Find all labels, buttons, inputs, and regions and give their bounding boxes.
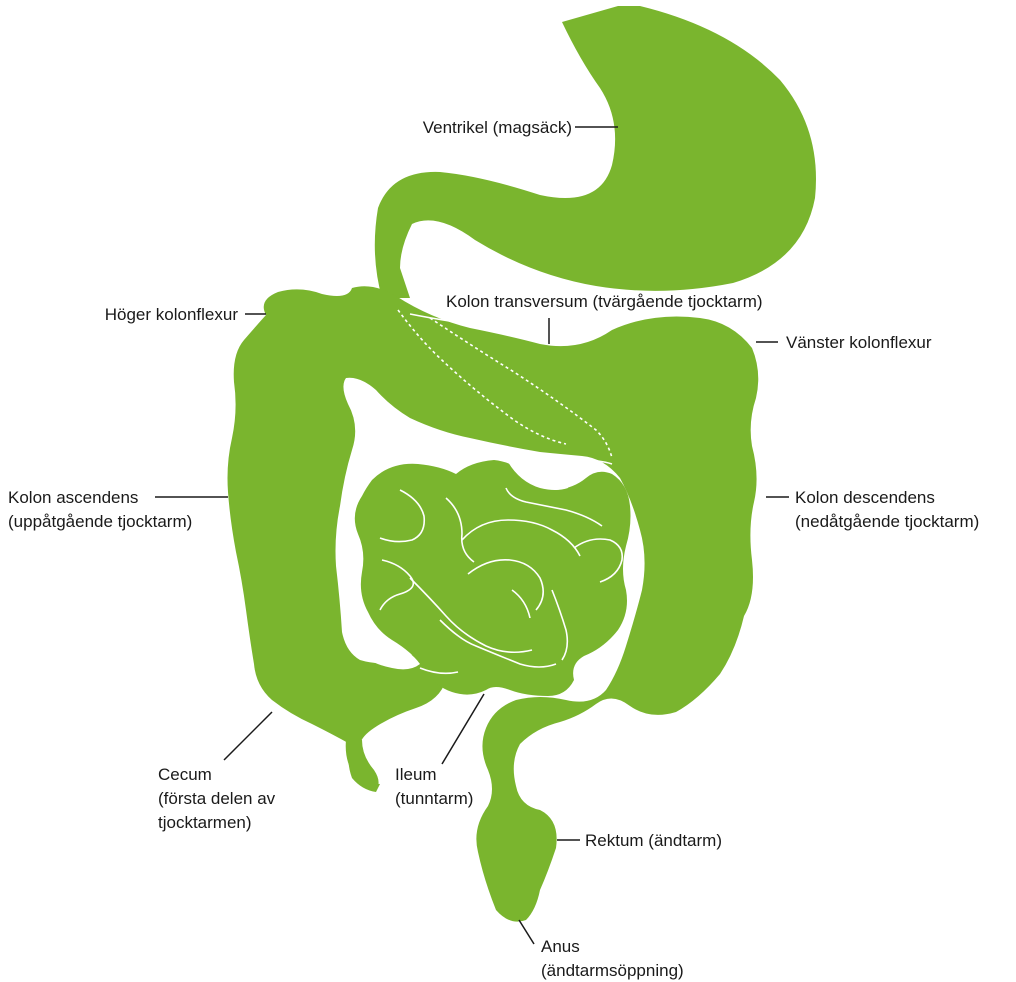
label-ventrikel: Ventrikel (magsäck) <box>423 118 572 137</box>
appendix <box>346 740 379 790</box>
label-kolon-transversum: Kolon transversum (tvärgående tjocktarm) <box>446 292 763 311</box>
leader-cecum <box>224 712 272 760</box>
label-cecum: Cecum (första delen av tjocktarmen) <box>158 765 280 832</box>
label-ileum: Ileum (tunntarm) <box>395 765 473 808</box>
label-anus: Anus (ändtarmsöppning) <box>541 937 684 980</box>
label-hoger-kolonflexur: Höger kolonflexur <box>105 305 239 324</box>
label-kolon-ascendens: Kolon ascendens (uppåtgående tjocktarm) <box>8 488 192 531</box>
label-kolon-descendens: Kolon descendens (nedåtgående tjocktarm) <box>795 488 979 531</box>
leader-anus <box>519 920 534 944</box>
stomach <box>375 6 816 298</box>
label-rektum: Rektum (ändtarm) <box>585 831 722 850</box>
label-vanster-kolonflexur: Vänster kolonflexur <box>786 333 932 352</box>
leader-ileum <box>442 694 484 764</box>
